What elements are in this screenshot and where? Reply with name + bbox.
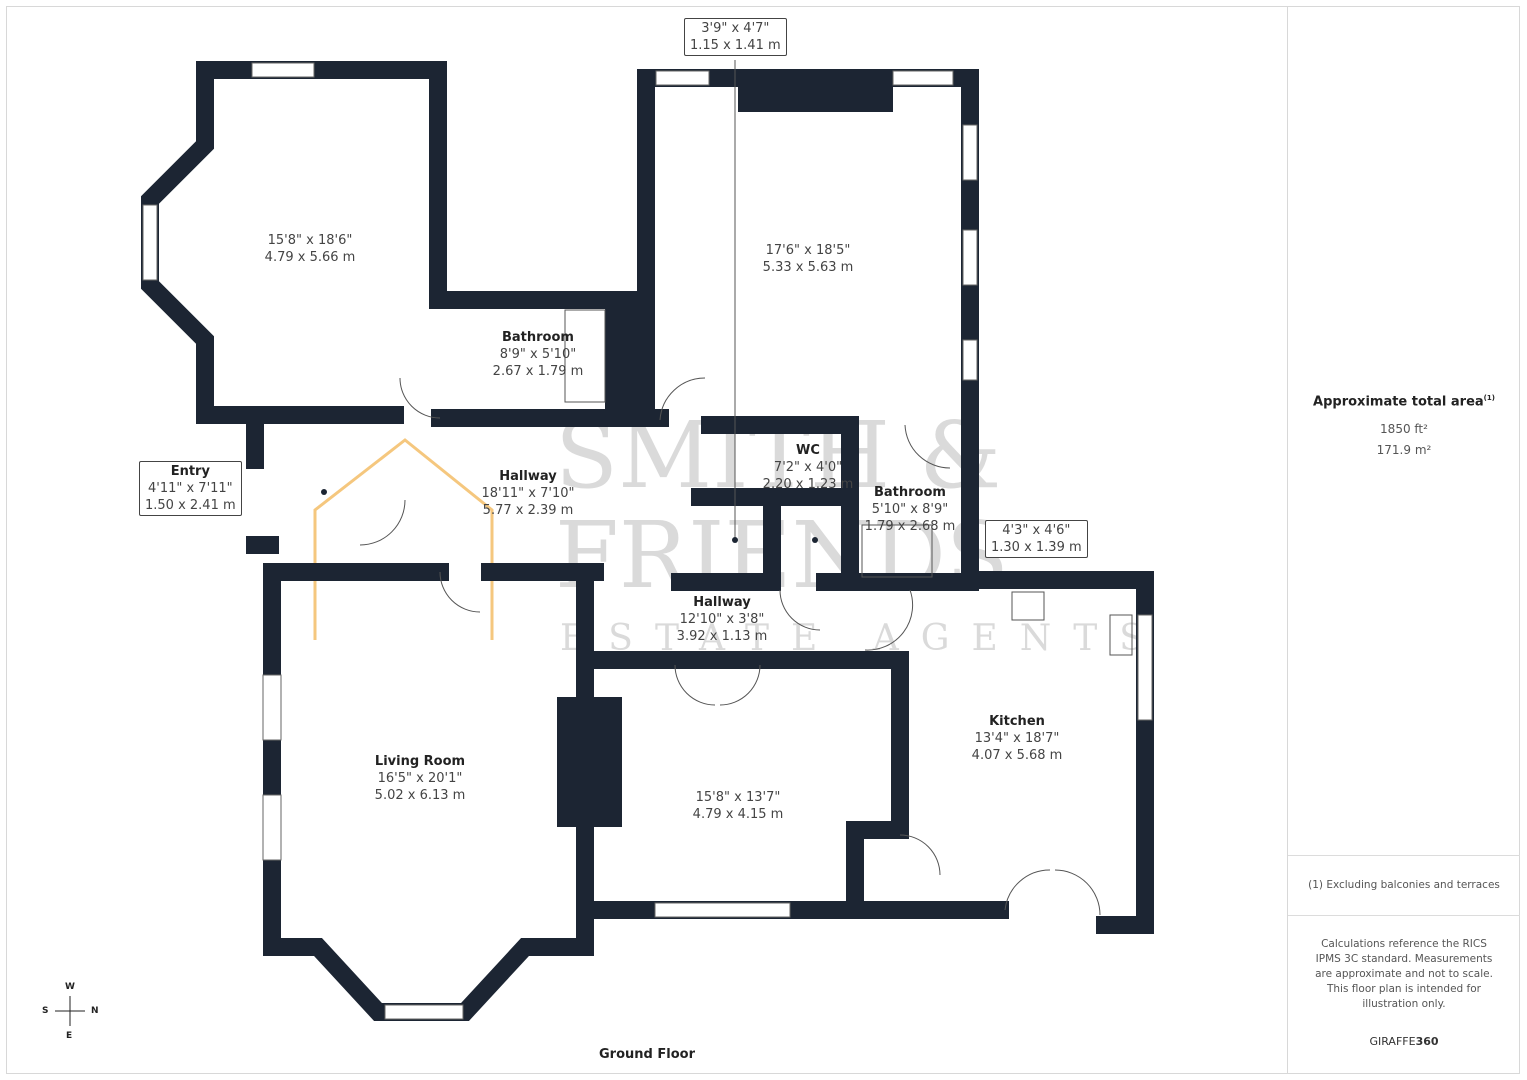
dimension-dot: [812, 537, 818, 543]
sink: [1109, 614, 1133, 656]
wall-bedroom1: [141, 61, 639, 427]
chimney-breast-2: [557, 697, 622, 827]
sidebar: Approximate total area(1) 1850 ft² 171.9…: [1287, 6, 1520, 1074]
wall-middle: [586, 651, 909, 919]
wall-inner-2: [671, 488, 781, 591]
floor-label: Ground Floor: [599, 1047, 695, 1062]
room-label-dining: 15'8" x 13'7"4.79 x 4.15 m: [692, 790, 784, 822]
window: [262, 794, 282, 861]
dimension-dot: [321, 489, 327, 495]
door-swing: [1054, 869, 1101, 916]
door-swing: [399, 377, 441, 419]
bath: [861, 524, 933, 578]
door-swing: [719, 664, 761, 706]
compass-n: N: [91, 1006, 99, 1016]
callout-top: 3'9" x 4'7"1.15 x 1.41 m: [684, 18, 787, 56]
area-m: 171.9 m²: [1376, 443, 1432, 457]
door-swing: [1004, 869, 1051, 911]
door-swing: [439, 571, 481, 613]
door-swing: [674, 664, 716, 706]
shower: [564, 309, 606, 403]
door-swing: [779, 589, 821, 631]
door-swing: [904, 424, 951, 469]
plan-frame: [6, 6, 1520, 1074]
window: [142, 204, 158, 281]
window: [892, 70, 954, 86]
divider: [1288, 855, 1520, 856]
compass-e: E: [66, 1031, 73, 1041]
door-swing: [359, 499, 406, 546]
disclaimer: Calculations reference the RICS IPMS 3C …: [1315, 938, 1493, 1010]
door-swing: [864, 589, 914, 651]
window: [654, 902, 791, 918]
door-swing: [899, 834, 941, 876]
compass-s: S: [42, 1006, 49, 1016]
brand-logo: GIRAFFE360: [1369, 1035, 1439, 1048]
divider: [1288, 915, 1520, 916]
window: [384, 1004, 464, 1020]
compass-w: W: [65, 982, 75, 992]
wall-inner-top: [701, 416, 859, 589]
dimension-dot: [732, 537, 738, 543]
window: [655, 70, 710, 86]
door-swing: [659, 377, 706, 421]
area-ft: 1850 ft²: [1380, 422, 1428, 436]
room-label-bedroom1: 15'8" x 18'6"4.79 x 5.66 m: [264, 233, 356, 265]
bath-wall-block: [605, 300, 640, 420]
area-title: Approximate total area(1): [1313, 394, 1495, 410]
hob: [1011, 591, 1045, 621]
logo-house-outline: [313, 438, 494, 640]
window: [262, 674, 282, 741]
window: [251, 62, 315, 78]
footnote: (1) Excluding balconies and terraces: [1308, 879, 1500, 891]
window: [962, 124, 978, 181]
window: [962, 339, 978, 381]
window: [1137, 614, 1153, 721]
callout-right: 4'3" x 4'6"1.30 x 1.39 m: [985, 520, 1088, 558]
compass-rose: [55, 996, 85, 1026]
window: [962, 229, 978, 286]
room-label-bedroom2: 17'6" x 18'5"5.33 x 5.63 m: [762, 243, 854, 275]
chimney-breast: [738, 78, 893, 112]
